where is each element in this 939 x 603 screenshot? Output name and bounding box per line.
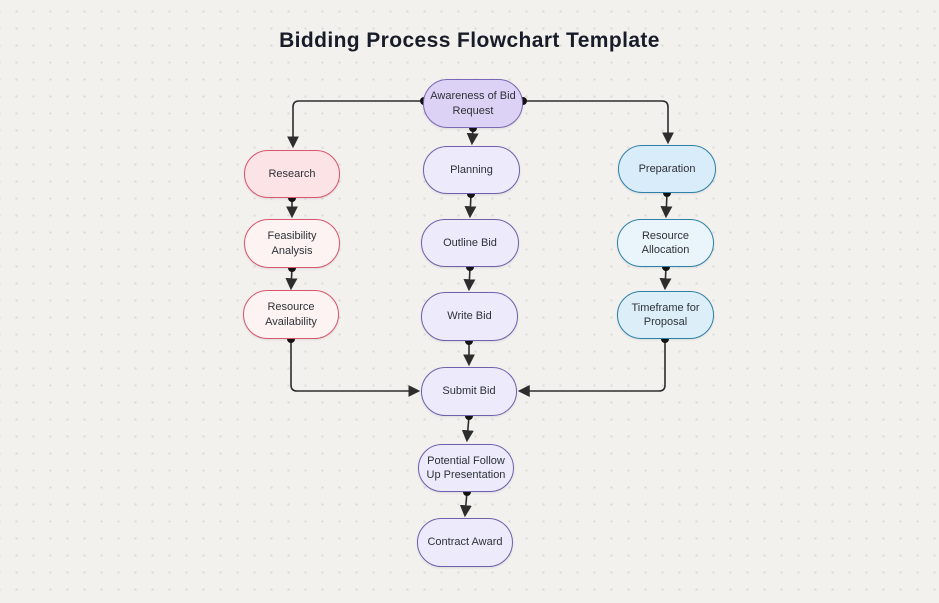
edge-awareness-research[interactable]	[287, 100, 424, 149]
node-label: Timeframe for Proposal	[631, 301, 700, 328]
node-label: Research	[268, 167, 316, 180]
node-feasibility-analysis[interactable]: Feasibility Analysis	[244, 219, 340, 268]
node-timeframe-for-proposal[interactable]: Timeframe for Proposal	[617, 291, 714, 339]
node-label: Write Bid	[447, 310, 492, 323]
node-label: Feasibility Analysis	[267, 230, 317, 257]
node-label: Potential Follow Up Presentation	[426, 454, 506, 481]
node-research[interactable]: Research	[244, 150, 340, 198]
edge-awareness-planning[interactable]	[466, 127, 479, 146]
edge-timeframe-submit-bid[interactable]	[517, 339, 666, 397]
node-awareness-of-bid-request[interactable]: Awareness of Bid Request	[423, 79, 523, 128]
node-label: Awareness of Bid Request	[430, 90, 516, 117]
node-submit-bid[interactable]: Submit Bid	[421, 367, 517, 416]
edge-submit-bid-potential-follow-up[interactable]	[461, 415, 474, 443]
node-label: Planning	[450, 163, 493, 176]
node-potential-follow-up-presentation[interactable]: Potential Follow Up Presentation	[418, 444, 514, 492]
node-label: Submit Bid	[442, 385, 496, 398]
node-label: Resource Availability	[265, 301, 317, 328]
node-resource-availability[interactable]: Resource Availability	[243, 290, 339, 339]
node-label: Contract Award	[427, 536, 503, 549]
node-write-bid[interactable]: Write Bid	[421, 292, 518, 341]
node-contract-award[interactable]: Contract Award	[417, 518, 513, 567]
node-resource-allocation[interactable]: Resource Allocation	[617, 219, 714, 267]
page-title: Bidding Process Flowchart Template	[279, 29, 660, 52]
edge-feasibility-resource-availability[interactable]	[285, 267, 298, 291]
node-preparation[interactable]: Preparation	[618, 145, 716, 193]
node-label: Resource Allocation	[641, 229, 690, 256]
node-planning[interactable]: Planning	[423, 146, 520, 194]
node-outline-bid[interactable]: Outline Bid	[421, 219, 519, 267]
edge-preparation-resource-allocation[interactable]	[660, 192, 673, 219]
edge-outline-bid-write-bid[interactable]	[463, 266, 476, 292]
node-label: Preparation	[638, 162, 696, 175]
edge-resource-allocation-timeframe[interactable]	[659, 266, 672, 291]
edge-planning-outline-bid[interactable]	[464, 193, 477, 219]
node-label: Outline Bid	[443, 236, 497, 249]
edge-resource-availability-submit-bid[interactable]	[290, 339, 421, 397]
edge-potential-follow-up-contract-award[interactable]	[459, 491, 472, 518]
edge-awareness-preparation[interactable]	[523, 100, 674, 145]
